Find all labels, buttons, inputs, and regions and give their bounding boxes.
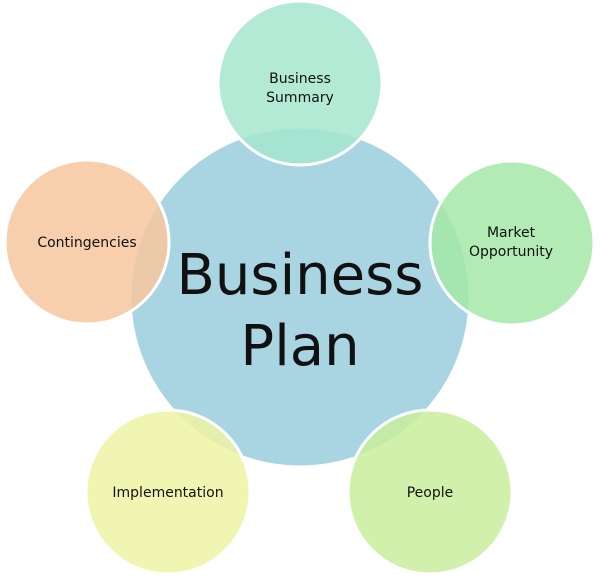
node-label-business-summary-line2: Summary: [266, 90, 334, 106]
center-title-line2: Plan: [240, 314, 359, 379]
node-circle-implementation: [84, 408, 252, 576]
node-circle-people: [346, 408, 514, 576]
node-label-implementation: Implementation: [112, 485, 223, 501]
node-label-market-opportunity-line1: Market: [487, 225, 536, 241]
node-label-contingencies: Contingencies: [37, 235, 136, 251]
node-label-market-opportunity-line2: Opportunity: [469, 244, 553, 260]
node-label-business-summary-line1: Business: [269, 71, 331, 87]
node-label-people: People: [407, 485, 454, 501]
node-circle-market-opportunity: [428, 159, 596, 327]
node-circle-contingencies: [3, 158, 171, 326]
center-title-line1: Business: [177, 243, 424, 308]
node-circle-business-summary: [216, 0, 384, 167]
